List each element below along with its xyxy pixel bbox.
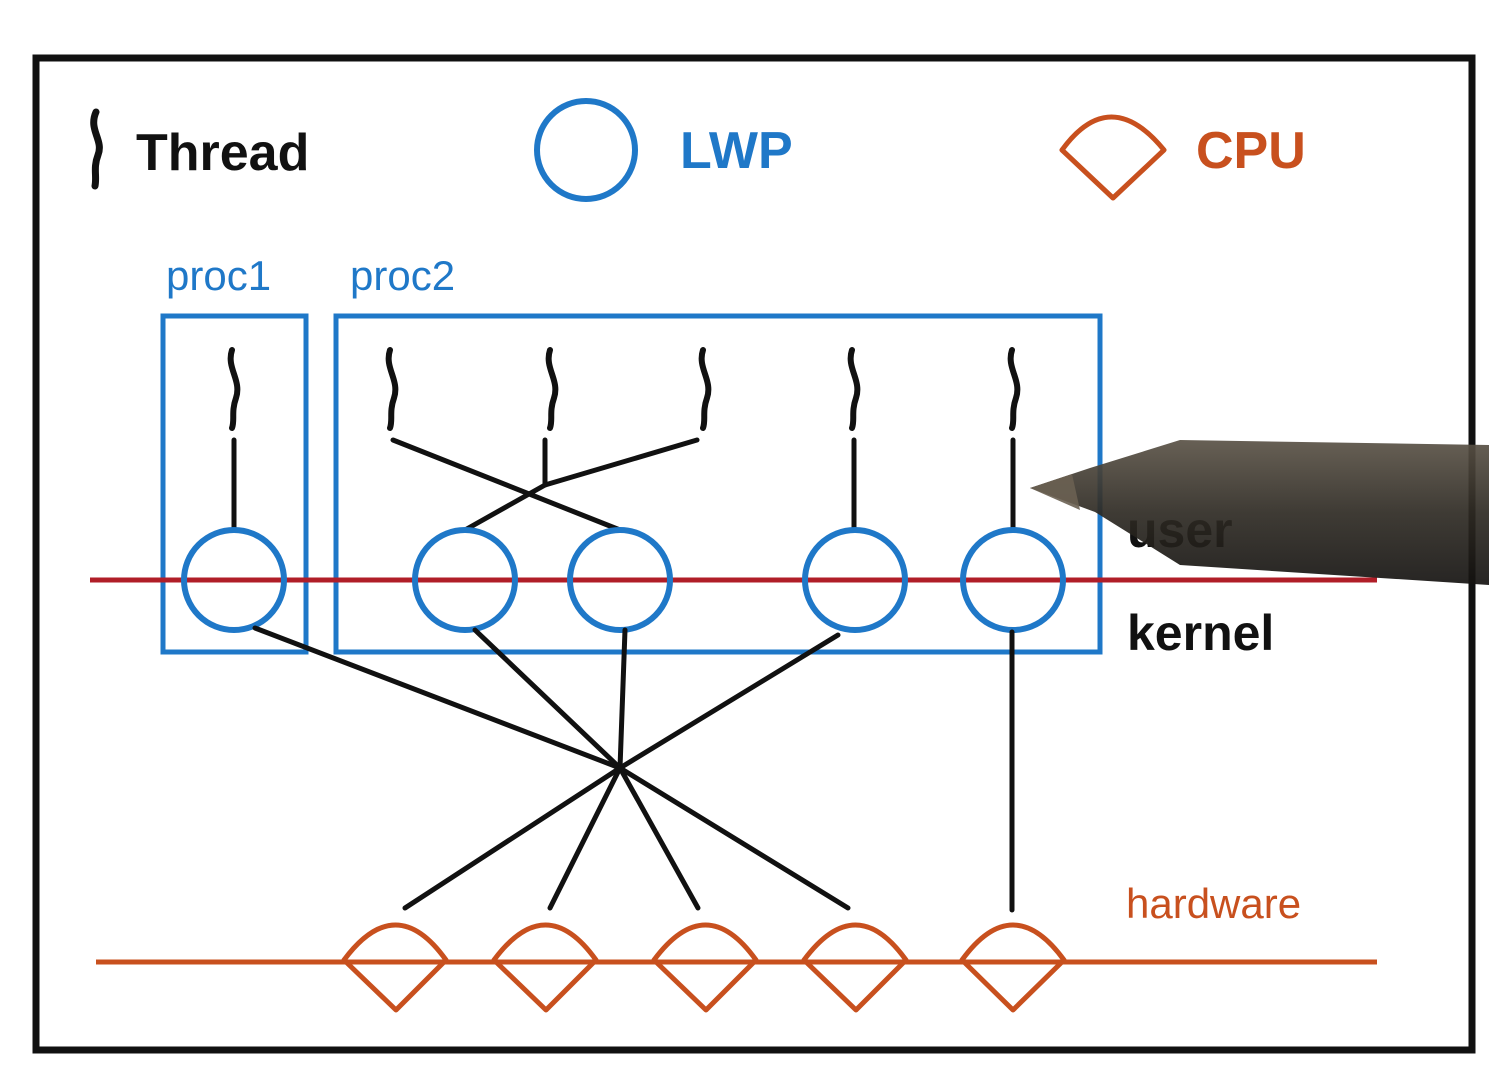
kernel-layer-label: kernel xyxy=(1127,605,1274,661)
hardware-layer-label: hardware xyxy=(1126,880,1301,927)
thread-proc1-1 xyxy=(227,347,241,431)
legend: Thread LWP CPU xyxy=(90,98,1306,202)
lwp-circle-3 xyxy=(567,527,673,633)
proc1-label: proc1 xyxy=(166,252,271,299)
thread-proc2-4 xyxy=(847,347,861,431)
thread-lwp-links xyxy=(231,437,1016,533)
lwp-circle-2 xyxy=(412,527,518,633)
stylus-pen-icon xyxy=(1030,440,1489,585)
thread-proc2-2 xyxy=(545,347,559,431)
cpus xyxy=(341,922,1067,1013)
lwp-cpu-links xyxy=(252,625,1015,913)
cpu-diamond-3 xyxy=(651,922,759,1013)
threads xyxy=(227,347,1021,431)
cpu-diamond-4 xyxy=(801,922,909,1013)
thread-proc2-3 xyxy=(698,347,712,431)
legend-cpu-label: CPU xyxy=(1196,122,1306,180)
thread-proc2-5 xyxy=(1007,347,1021,431)
thread-proc2-1 xyxy=(385,347,399,431)
lwp-circle-4 xyxy=(802,527,908,633)
cpu-diamond-1 xyxy=(341,922,449,1013)
cpu-diamond-icon xyxy=(1059,114,1167,201)
proc2-label: proc2 xyxy=(350,252,455,299)
thread-squiggle-icon xyxy=(90,108,103,190)
lwp-circle-icon xyxy=(534,98,638,202)
lwp-circle-1 xyxy=(181,527,287,633)
proc2-box xyxy=(333,313,1103,655)
cpu-diamond-2 xyxy=(491,922,599,1013)
lwps xyxy=(181,527,1066,633)
legend-thread-label: Thread xyxy=(136,124,309,182)
proc1-box xyxy=(160,313,309,655)
cpu-diamond-5 xyxy=(959,922,1067,1013)
legend-lwp-label: LWP xyxy=(680,122,793,180)
